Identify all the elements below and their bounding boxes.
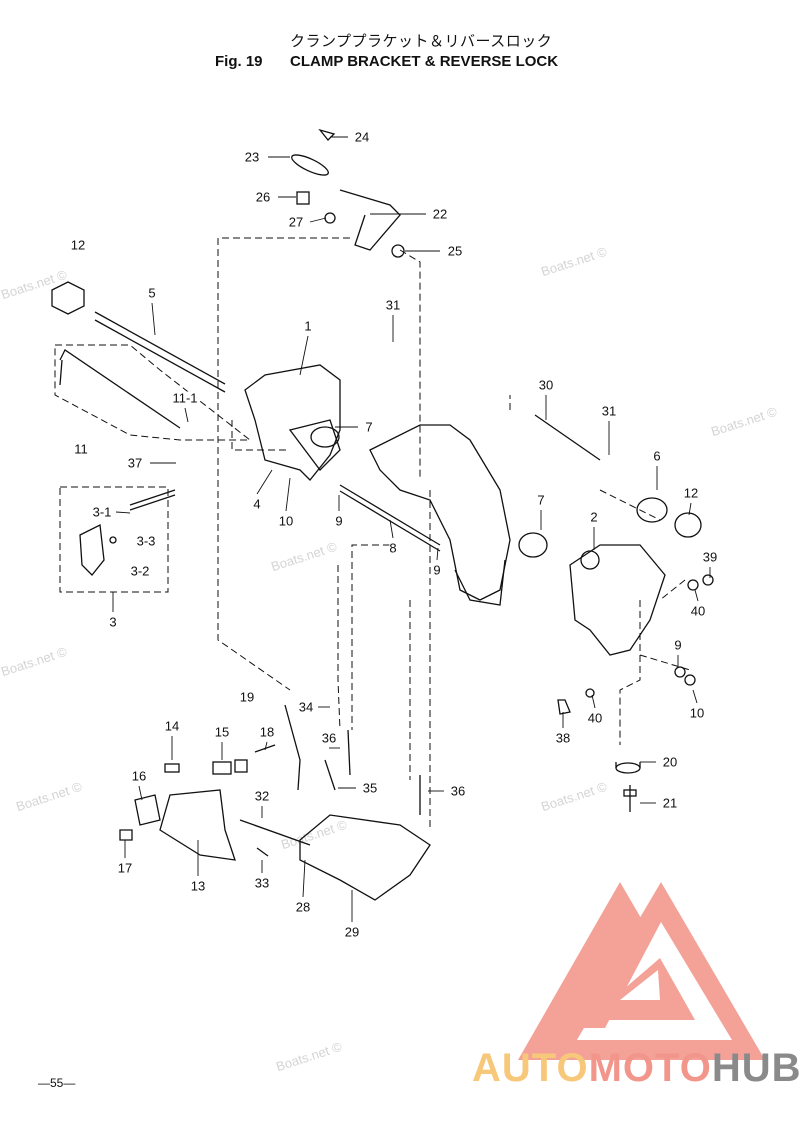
part-label: 13: [190, 878, 206, 894]
part-label: 16: [131, 768, 147, 784]
part-label: 28: [295, 899, 311, 915]
part-shapes: [51, 128, 714, 901]
part-label: 7: [365, 419, 373, 435]
figure-number: Fig. 19: [215, 53, 263, 70]
part-label: 3-3: [136, 533, 156, 549]
part-label: 27: [288, 214, 304, 230]
logo-auto: AUTO: [472, 1046, 589, 1090]
part-label: 15: [214, 724, 230, 740]
part-label: 29: [344, 924, 360, 940]
part-label: 12: [683, 485, 699, 501]
automotohub-logo-mark: [518, 882, 765, 1060]
part-label: 31: [601, 403, 617, 419]
logo-hub: HUB: [711, 1046, 800, 1090]
part-label: 22: [432, 206, 448, 222]
part-label: 30: [538, 377, 554, 393]
part-label: 17: [117, 860, 133, 876]
part-label: 40: [690, 603, 706, 619]
part-label: 34: [298, 699, 314, 715]
part-label: 26: [255, 189, 271, 205]
part-label: 3-1: [92, 504, 112, 520]
part-label: 10: [278, 513, 294, 529]
page-number: —55—: [38, 1076, 76, 1090]
automotohub-logo-text: AUTOMOTOHUB: [472, 1046, 800, 1090]
part-label: 38: [555, 730, 571, 746]
part-label: 3-2: [130, 563, 150, 579]
part-label: 12: [70, 237, 86, 253]
part-label: 6: [653, 448, 661, 464]
part-label: 24: [354, 129, 370, 145]
part-label: 20: [662, 754, 678, 770]
part-label: 40: [587, 710, 603, 726]
part-label: 36: [321, 730, 337, 746]
part-label: 36: [450, 783, 466, 799]
title-japanese: クランププラケット＆リバースロック: [290, 33, 553, 50]
part-label: 19: [239, 689, 255, 705]
part-label: 4: [253, 496, 261, 512]
part-label: 33: [254, 875, 270, 891]
part-label: 9: [335, 513, 343, 529]
part-label: 39: [702, 549, 718, 565]
part-label: 23: [244, 149, 260, 165]
part-label: 3: [109, 614, 117, 630]
part-label: 31: [385, 297, 401, 313]
part-label: 37: [127, 455, 143, 471]
part-label: 11: [74, 441, 88, 457]
part-label: 5: [148, 285, 156, 301]
guide-lines: [54, 237, 691, 830]
part-label: 7: [537, 492, 545, 508]
part-label: 1: [304, 318, 312, 334]
part-label: 8: [389, 540, 397, 556]
part-label: 2: [590, 509, 598, 525]
part-label: 21: [662, 795, 678, 811]
part-label: 14: [164, 718, 180, 734]
part-label: 9: [674, 637, 682, 653]
part-label: 11-1: [172, 390, 198, 406]
part-label: 18: [259, 724, 275, 740]
part-label: 9: [433, 562, 441, 578]
part-label: 35: [362, 780, 378, 796]
part-label: 32: [254, 788, 270, 804]
leader-lines: [112, 136, 711, 922]
figure-title: CLAMP BRACKET & REVERSE LOCK: [290, 53, 559, 70]
part-label: 10: [689, 705, 705, 721]
part-label: 25: [447, 243, 463, 259]
logo-moto: MOTO: [588, 1046, 712, 1090]
